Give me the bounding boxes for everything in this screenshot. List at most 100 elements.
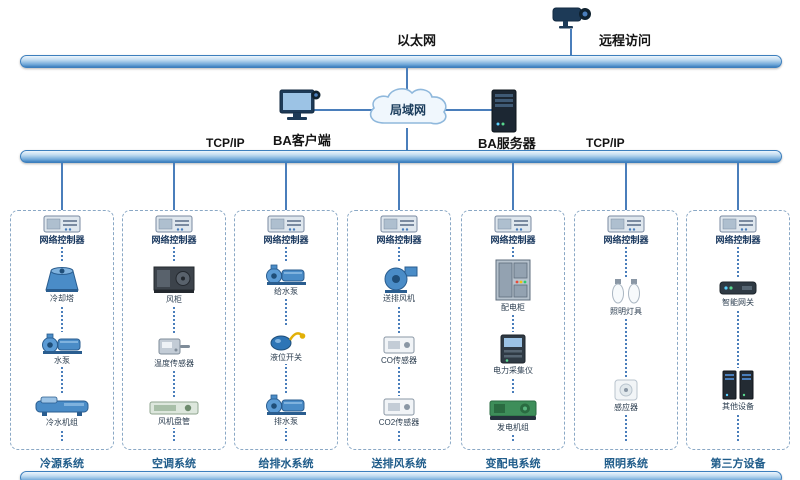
device-label: CO2传感器 xyxy=(378,417,420,428)
device-list: 给水泵液位开关排水泵 xyxy=(235,242,337,449)
ethernet-bus xyxy=(20,55,782,68)
device-fan-coil: 风机盘管 xyxy=(145,399,203,429)
tcpip-right-label: TCP/IP xyxy=(586,136,625,150)
device-cabinet: 配电柜 xyxy=(489,257,537,314)
pump-icon xyxy=(264,264,308,286)
gas-sensor-icon xyxy=(382,335,416,355)
power-meter-icon xyxy=(498,333,528,365)
network-controller-icon xyxy=(267,214,305,234)
system-column-2: 网络控制器风柜温度传感器风机盘管空调系统 xyxy=(122,210,226,471)
device-float-switch: 液位开关 xyxy=(263,326,309,364)
system-group-box: 网络控制器配电柜电力采集仪发电机组 xyxy=(461,210,565,450)
network-controller: 网络控制器 xyxy=(37,214,87,246)
network-controller: 网络控制器 xyxy=(149,214,199,246)
network-controller: 网络控制器 xyxy=(488,214,538,246)
device-label: 水泵 xyxy=(54,355,70,366)
device-gas-sensor: CO传感器 xyxy=(378,333,420,367)
network-controller-label: 网络控制器 xyxy=(374,234,424,246)
system-label: 变配电系统 xyxy=(485,458,541,470)
network-controller: 网络控制器 xyxy=(374,214,424,246)
tcpip-left-label: TCP/IP xyxy=(206,136,245,150)
device-pump: 水泵 xyxy=(37,331,87,367)
ba-client-label: BA客户端 xyxy=(273,133,331,148)
system-column-4: 网络控制器送排风机 CO传感器 CO2传感器送排风系统 xyxy=(347,210,451,471)
bus-to-controller-connector xyxy=(512,163,514,210)
device-label: 液位开关 xyxy=(270,352,302,363)
remote-access-connector xyxy=(570,29,572,55)
network-controller-label: 网络控制器 xyxy=(488,234,538,246)
bus-to-controller-connector xyxy=(625,163,627,210)
lan-cloud xyxy=(362,83,454,131)
device-cooling-tower: 冷却塔 xyxy=(39,261,85,305)
remote-access-label: 远程访问 xyxy=(599,33,652,48)
ahu-icon xyxy=(152,264,196,294)
gateway-icon xyxy=(718,279,758,297)
device-list: 配电柜电力采集仪发电机组 xyxy=(462,242,564,449)
sensor-icon xyxy=(613,378,639,402)
gas-sensor-icon xyxy=(382,397,416,417)
system-label: 给排水系统 xyxy=(258,458,314,470)
network-controller: 网络控制器 xyxy=(601,214,651,246)
system-label: 空调系统 xyxy=(152,458,196,470)
remote-access-device-icon xyxy=(551,3,593,29)
device-pump: 排水泵 xyxy=(261,393,311,429)
bus-to-controller-connector xyxy=(61,163,63,210)
system-label: 送排风系统 xyxy=(371,458,427,470)
device-label: 其他设备 xyxy=(722,402,754,413)
network-controller-icon xyxy=(43,214,81,234)
network-controller-icon xyxy=(380,214,418,234)
system-label: 照明系统 xyxy=(604,458,648,470)
device-generator: 发电机组 xyxy=(485,395,541,434)
network-controller: 网络控制器 xyxy=(261,214,311,246)
device-label: 风机盘管 xyxy=(158,417,190,428)
network-controller: 网络控制器 xyxy=(713,214,763,246)
device-connector-line xyxy=(737,242,739,441)
device-label: 冷却塔 xyxy=(50,293,74,304)
system-column-6: 网络控制器照明灯具感应器照明系统 xyxy=(574,210,678,471)
bus-to-controller-connector xyxy=(737,163,739,210)
device-gas-sensor: CO2传感器 xyxy=(375,395,423,429)
system-group-box: 网络控制器智能网关其他设备 xyxy=(686,210,790,450)
device-label: 配电柜 xyxy=(501,303,525,313)
bus-to-controller-connector xyxy=(285,163,287,210)
ba-server-icon xyxy=(489,88,519,134)
device-label: 电力采集仪 xyxy=(493,366,533,376)
lan-label: 局域网 xyxy=(389,103,426,117)
device-label: 送排风机 xyxy=(383,294,415,305)
device-label: 排水泵 xyxy=(274,417,298,428)
device-chiller: 冷水机组 xyxy=(31,394,93,430)
device-label: 温度传感器 xyxy=(154,358,194,369)
network-controller-icon xyxy=(494,214,532,234)
device-label: 冷水机组 xyxy=(46,418,78,429)
device-label: 智能网关 xyxy=(722,297,754,308)
cabinet-icon xyxy=(492,258,534,302)
lights-icon xyxy=(606,278,646,306)
device-fan: 送排风机 xyxy=(376,262,422,306)
system-group-box: 网络控制器冷却塔水泵冷水机组 xyxy=(10,210,114,450)
device-label: CO传感器 xyxy=(381,355,417,366)
field-bus xyxy=(20,471,782,480)
system-group-box: 网络控制器风柜温度传感器风机盘管 xyxy=(122,210,226,450)
fan-coil-icon xyxy=(148,400,200,416)
device-label: 给水泵 xyxy=(274,286,298,297)
bus-to-controller-connector xyxy=(173,163,175,210)
system-label: 冷源系统 xyxy=(40,458,84,470)
device-temp-sensor: 温度传感器 xyxy=(151,334,197,370)
device-sensor: 感应器 xyxy=(610,376,642,414)
device-lights: 照明灯具 xyxy=(603,277,649,319)
cooling-tower-icon xyxy=(42,263,82,293)
network-controller-icon xyxy=(607,214,645,234)
ethernet-label: 以太网 xyxy=(397,33,437,48)
network-controller-label: 网络控制器 xyxy=(261,234,311,246)
device-servers: 其他设备 xyxy=(717,368,759,414)
temp-sensor-icon xyxy=(156,336,192,358)
network-controller-label: 网络控制器 xyxy=(37,234,87,246)
tcpip-bus xyxy=(20,150,782,163)
device-list: 送排风机 CO传感器 CO2传感器 xyxy=(348,242,450,449)
fan-icon xyxy=(379,263,419,294)
system-column-7: 网络控制器智能网关其他设备第三方设备 xyxy=(686,210,790,471)
system-column-1: 网络控制器冷却塔水泵冷水机组冷源系统 xyxy=(10,210,114,471)
pump-icon xyxy=(264,394,308,416)
network-controller-label: 网络控制器 xyxy=(713,234,763,246)
